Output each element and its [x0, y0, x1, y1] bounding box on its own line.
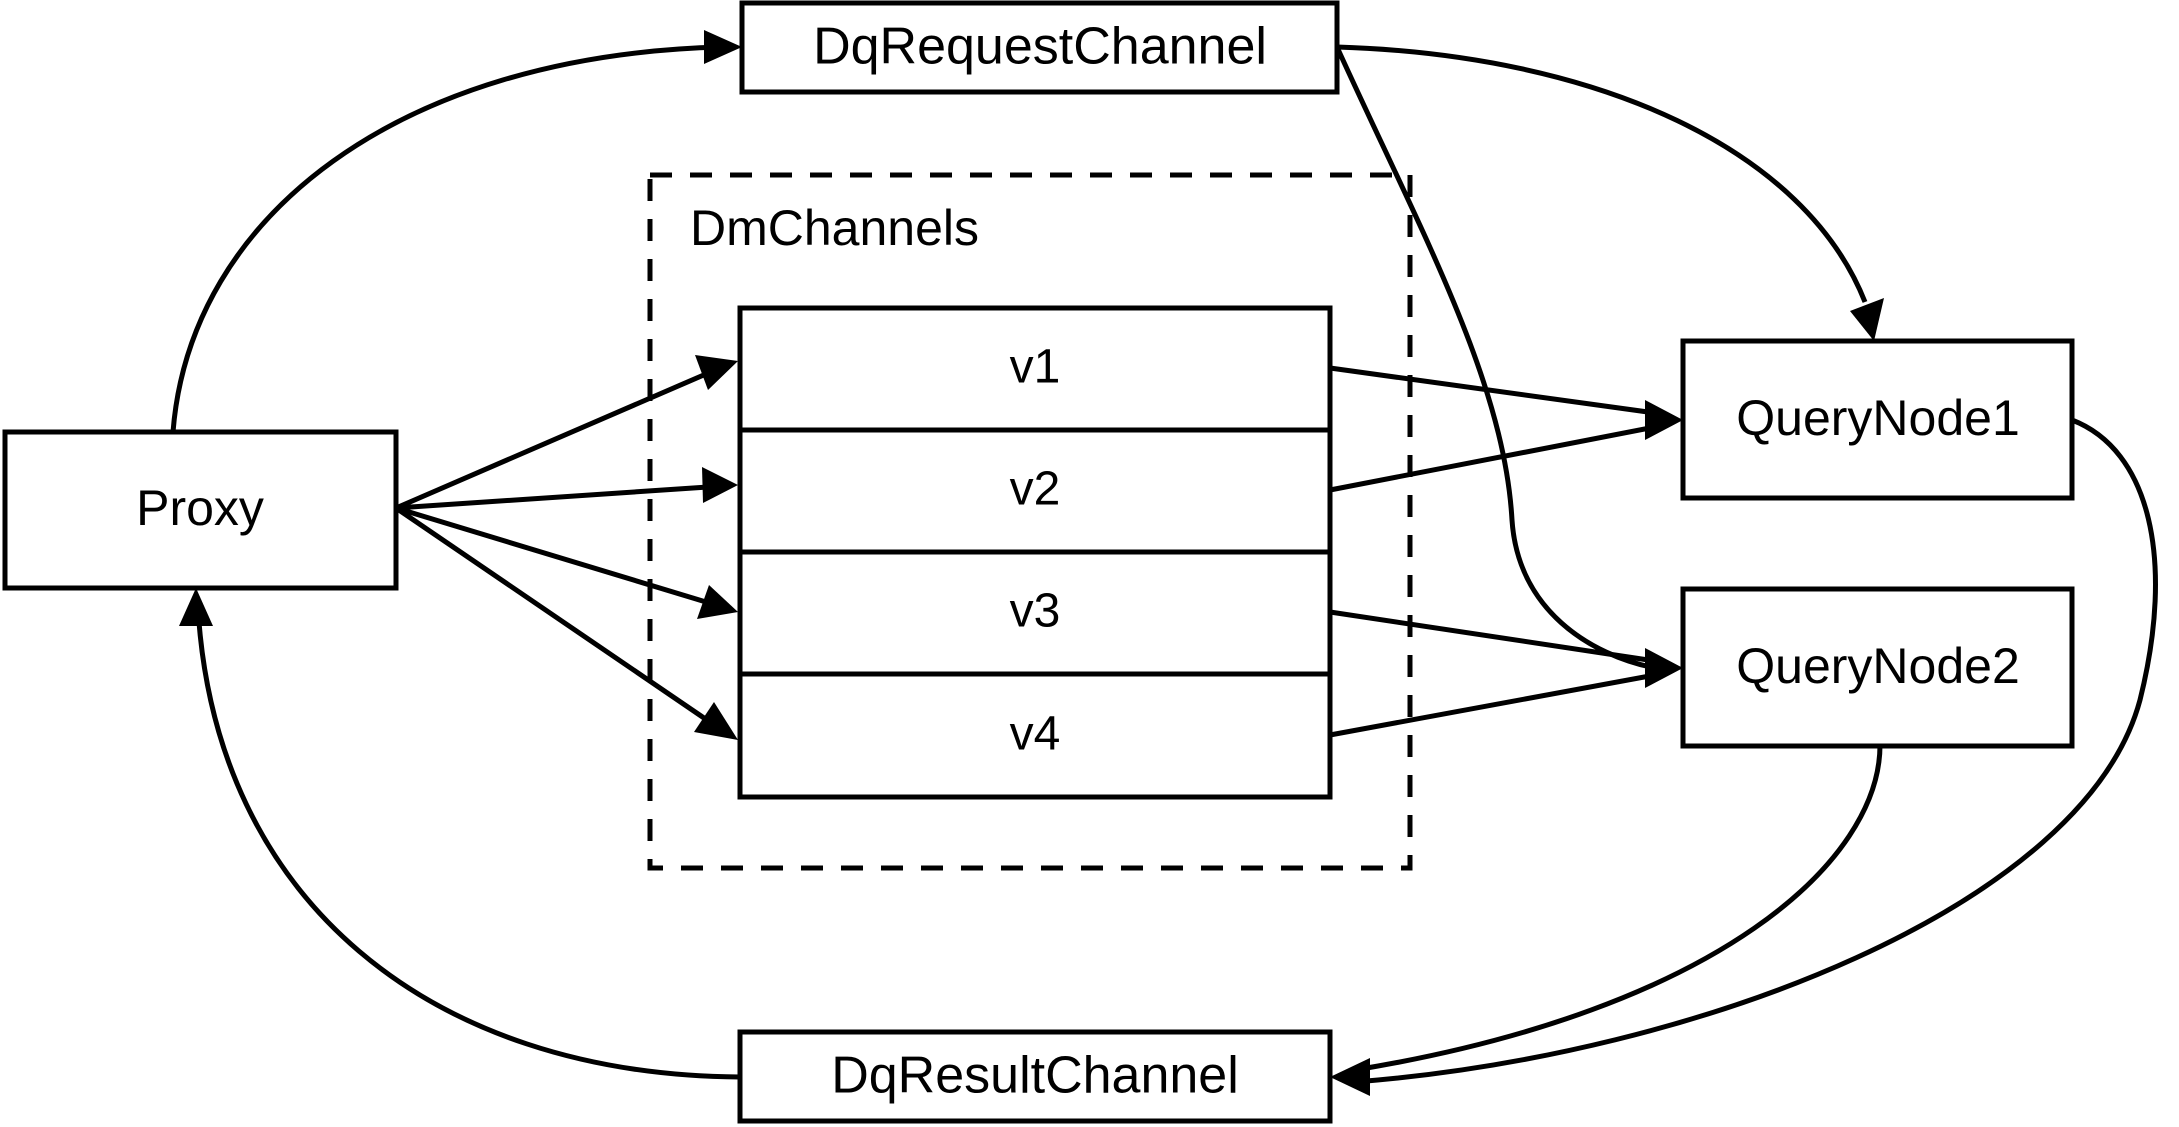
edge-dq-result-channel-to-proxy [195, 607, 741, 1080]
dq-request-channel-label: DqRequestChannel [813, 18, 1267, 76]
node-proxy[interactable]: Proxy [2, 429, 399, 591]
arrowhead-query-node-2-left [1645, 648, 1683, 688]
dq-result-channel-label: DqResultChannel [831, 1047, 1239, 1105]
arrowhead-dq-result-channel-right [1330, 1058, 1370, 1096]
edge-v1-to-query-node-1 [1329, 365, 1656, 416]
edge-query-node-1-to-dq-result-channel [1354, 417, 2158, 1085]
edge-layer [170, 30, 2158, 1096]
query-node-1-label: QueryNode1 [1736, 390, 2020, 446]
edge-v2-to-query-node-1 [1329, 424, 1656, 493]
edge-v4-to-query-node-2 [1329, 672, 1656, 738]
edge-dq-request-channel-to-query-node-1 [1336, 44, 1868, 303]
dq-result-channel-box[interactable] [737, 1029, 1333, 1124]
channel-row-v1[interactable]: v1 [737, 305, 1333, 433]
arrowhead-v4-left [694, 702, 738, 740]
channel-row-v4-rect[interactable] [737, 671, 1333, 800]
channel-row-v3-rect[interactable] [737, 549, 1333, 677]
channel-rows-table: v1 v2 v3 v4 [737, 305, 1333, 800]
channel-row-v2-label: v2 [1010, 463, 1061, 516]
dq-request-channel-box[interactable] [739, 0, 1340, 95]
edge-dq-request-channel-to-query-node-2 [1334, 45, 1656, 671]
channel-row-v2-rect[interactable] [737, 427, 1333, 555]
dm-channels-label: DmChannels [690, 200, 979, 256]
channel-row-v3[interactable]: v3 [737, 549, 1333, 677]
edge-proxy-to-v1 [395, 371, 707, 511]
edge-proxy-to-v3 [395, 505, 707, 605]
arrowhead-query-node-1-top [1850, 298, 1884, 341]
arrowhead-v1-left [695, 355, 738, 390]
node-query-node-2[interactable]: QueryNode2 [1680, 586, 2075, 749]
arrowhead-query-node-1-left [1645, 400, 1683, 440]
edge-query-node-2-to-dq-result-channel [1354, 744, 1883, 1073]
channel-row-v1-label: v1 [1010, 341, 1061, 394]
query-node-2-box[interactable] [1680, 586, 2075, 749]
node-query-node-1[interactable]: QueryNode1 [1680, 338, 2075, 501]
channel-row-v2[interactable]: v2 [737, 427, 1333, 555]
channel-row-v4-label: v4 [1010, 708, 1061, 761]
dm-channels-dashed-border [647, 172, 1413, 871]
arrowhead-proxy-bottom [179, 588, 213, 626]
edge-proxy-to-v2 [395, 484, 709, 511]
node-dq-request-channel[interactable]: DqRequestChannel [739, 0, 1340, 95]
edge-proxy-to-v4 [394, 505, 706, 721]
query-node-1-box[interactable] [1680, 338, 2075, 501]
arrowhead-dq-request-channel-left [704, 30, 742, 64]
arrowhead-v2-left [702, 467, 738, 503]
arrowhead-v3-left [697, 585, 738, 619]
query-node-2-label: QueryNode2 [1736, 638, 2020, 694]
node-dq-result-channel[interactable]: DqResultChannel [737, 1029, 1333, 1124]
channel-row-v3-label: v3 [1010, 585, 1061, 638]
dm-channels-group: DmChannels [647, 172, 1413, 871]
proxy-label: Proxy [136, 480, 264, 536]
edge-v3-to-query-node-2 [1329, 609, 1656, 664]
channel-row-v4[interactable]: v4 [737, 671, 1333, 800]
proxy-box[interactable] [2, 429, 399, 591]
edge-proxy-to-dq-request-channel [170, 44, 723, 433]
channel-row-v1-rect[interactable] [737, 305, 1333, 433]
